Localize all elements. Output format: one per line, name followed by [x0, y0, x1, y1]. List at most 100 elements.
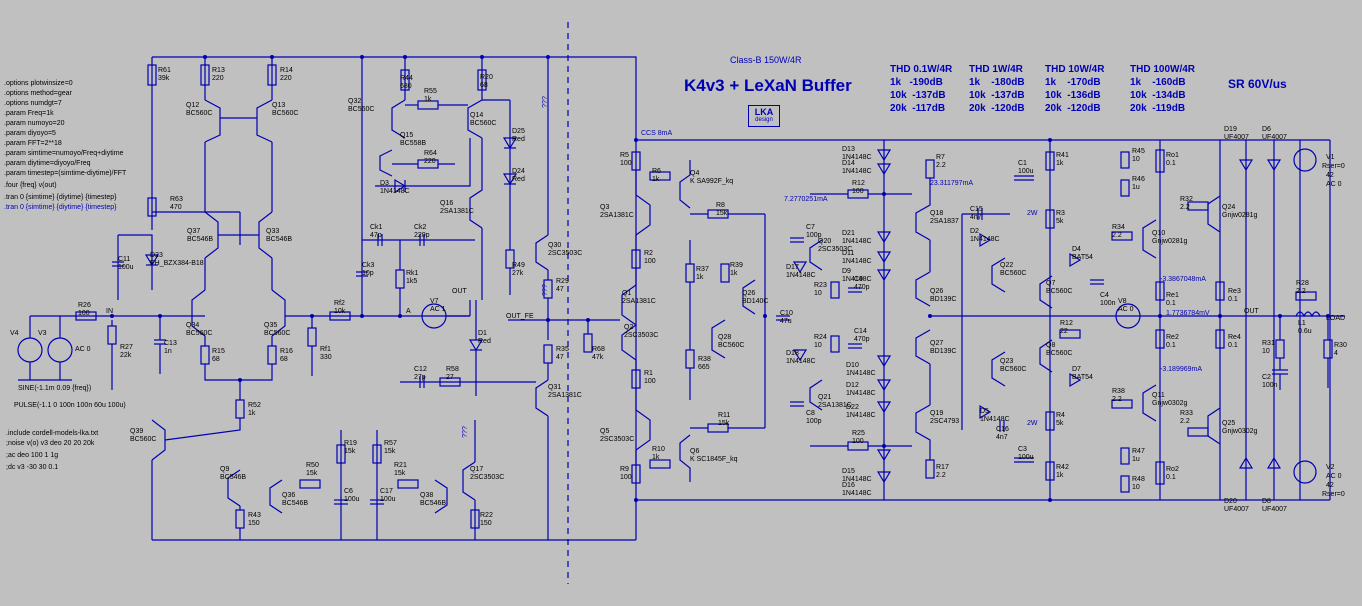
part-ref-r29: R29 — [556, 278, 569, 285]
part-value-rf2: 10k — [334, 308, 346, 315]
q1-symbol — [621, 268, 637, 326]
logo-text-sub: design — [755, 117, 773, 123]
part-ref-r23: R23 — [814, 282, 827, 289]
r43-symbol — [235, 509, 245, 529]
part-ref-r50: R50 — [306, 462, 319, 469]
part-value-q12: BC560C — [186, 110, 213, 117]
part-ref-c12: C12 — [414, 366, 427, 373]
unknown-marker-1: ??? — [541, 96, 549, 108]
directive-line: .param Freq=1k — [4, 110, 54, 117]
part-value-ro2: 0.1 — [1166, 474, 1176, 481]
part-ref-q30: Q30 — [548, 242, 562, 249]
r27-symbol — [107, 325, 117, 345]
part-ref-c7: C7 — [806, 224, 815, 231]
part-value-d16: 1N4148C — [842, 490, 872, 497]
part-ref-r30: R30 — [1334, 342, 1347, 349]
power-2w-label-2: 2W — [1027, 420, 1038, 427]
part-value-c7: 100p — [806, 232, 822, 239]
part-ref-l1: L1 — [1298, 320, 1306, 327]
part-value-q27: BD139C — [930, 348, 957, 355]
r45-symbol — [1120, 151, 1130, 169]
directive-line: ;noise v(o) v3 deo 20 20 20k — [6, 440, 95, 447]
v1-ac-label: AC 0 — [1326, 181, 1342, 188]
part-ref-r10: R10 — [652, 446, 665, 453]
part-value-r35: 47 — [556, 354, 564, 361]
part-ref-r7: R7 — [936, 154, 945, 161]
part-ref-d1: D1 — [478, 330, 487, 337]
part-value-r41: 1k — [1056, 160, 1064, 167]
q6-symbol — [679, 434, 691, 482]
part-ref-q15: Q15 — [400, 132, 414, 139]
part-ref-q9: Q9 — [220, 466, 230, 473]
part-value-r12: 100 — [852, 188, 864, 195]
q12-symbol — [204, 99, 221, 143]
part-ref-q35: Q35 — [264, 322, 278, 329]
part-value-r14: 220 — [280, 75, 292, 82]
part-ref-c1: C1 — [1018, 160, 1027, 167]
q21-symbol — [809, 379, 823, 411]
part-value-q5: 2SC3503C — [600, 436, 635, 443]
part-ref-r3: R3 — [1056, 210, 1065, 217]
part-ref-r27: R27 — [120, 344, 133, 351]
part-ref-c8: C8 — [806, 410, 815, 417]
part-value-r28: 2.2 — [1296, 288, 1306, 295]
part-ref-q28: Q28 — [718, 334, 732, 341]
part-value-q37: BC546B — [187, 236, 214, 243]
part-ref-rf1: Rf1 — [320, 346, 331, 353]
part-value-r34: 2.2 — [1112, 232, 1122, 239]
part-ref-c13: C13 — [164, 340, 177, 347]
r6-symbol — [649, 171, 671, 181]
r36-symbol — [685, 349, 695, 369]
part-ref-d17: D17 — [786, 264, 799, 271]
part-ref-r68: R68 — [592, 346, 605, 353]
part-value-q39: BC560C — [130, 436, 157, 443]
thd-cell: 20k -120dB — [1045, 103, 1101, 114]
positive-rail-wire — [152, 56, 637, 540]
directive-line: ;ac deo 100 1 1g — [6, 452, 59, 459]
v3-ac-label: AC 0 — [75, 346, 91, 353]
part-ref-r4: R4 — [1056, 412, 1065, 419]
thd-cell: 1k -180dB — [969, 77, 1025, 88]
part-ref-q5: Q5 — [600, 428, 610, 435]
q15-symbol — [379, 149, 393, 177]
part-value-r17: 2.2 — [936, 472, 946, 479]
d7-symbol — [1069, 372, 1082, 388]
part-ref-q1: Q1 — [622, 290, 632, 297]
part-value-d17: 1N4148C — [786, 272, 816, 279]
q31-symbol — [535, 379, 549, 417]
part-ref-q23: Q23 — [1000, 358, 1014, 365]
part-value-r29: 47 — [556, 286, 564, 293]
part-value-c14: 470p — [854, 336, 870, 343]
part-ref-q36: Q36 — [282, 492, 296, 499]
part-value-q19: 2SC4793 — [930, 418, 960, 425]
part-value-r10: 1k — [652, 454, 660, 461]
part-ref-d15: D15 — [842, 468, 855, 475]
part-ref-c4: C4 — [1100, 292, 1109, 299]
part-value-r30: 4 — [1334, 350, 1338, 357]
part-ref-r1: R1 — [644, 370, 653, 377]
lka-logo: LKA design — [748, 105, 780, 127]
part-value-q10: Gnjw0281g — [1152, 238, 1188, 245]
part-value-r44: 680 — [400, 83, 412, 90]
part-value-c1: 100u — [1018, 168, 1034, 175]
part-value-r15: 68 — [212, 356, 220, 363]
r52-symbol — [235, 399, 245, 419]
part-ref-r12b: R12 — [1060, 320, 1073, 327]
thd-cell: 1k -170dB — [1045, 77, 1101, 88]
q17-symbol — [462, 461, 476, 501]
q18-symbol — [915, 178, 931, 241]
part-value-q4: K SA992F_kq — [690, 178, 734, 185]
q35-symbol — [271, 289, 286, 337]
part-ref-v8: V8 — [1118, 298, 1127, 305]
part-ref-r38b: R38 — [1112, 388, 1125, 395]
part-ref-r63: R63 — [170, 196, 183, 203]
part-ref-r9: R9 — [620, 466, 629, 473]
directive-line-active: .tran 0 {simtime} {diytime} {timestep} — [4, 204, 117, 211]
part-ref-r26: R26 — [78, 302, 91, 309]
part-value-d25: Red — [512, 136, 525, 143]
part-ref-q4: Q4 — [690, 170, 700, 177]
d4-symbol — [1069, 252, 1082, 268]
part-value-q3: 2SA1381C — [600, 212, 634, 219]
ccs-label: CCS 8mA — [641, 130, 673, 137]
